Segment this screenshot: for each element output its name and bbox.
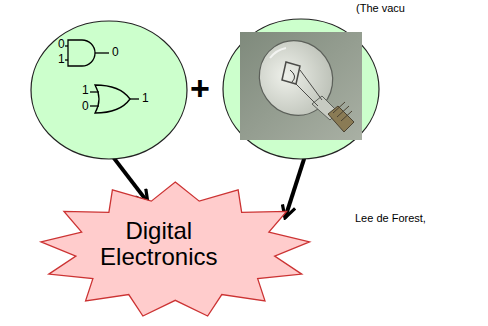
ellipse-outline <box>30 20 188 160</box>
vacuum-tube-photo <box>240 26 362 140</box>
logic-value: 0 <box>82 100 89 113</box>
logic-value: 0 <box>58 38 65 51</box>
caption-fragment: (The vacu <box>356 2 405 14</box>
logic-value: 1 <box>82 84 89 97</box>
logic-value: 1 <box>142 92 149 105</box>
plus-sign: + <box>190 70 210 107</box>
and-gate-symbol <box>65 40 109 66</box>
ellipse-shape <box>223 19 379 159</box>
star-shape <box>41 182 310 316</box>
logic-circle: 0 1 0 1 0 1 <box>30 20 188 160</box>
ellipse-outline <box>222 18 380 160</box>
tube-circle <box>222 18 380 160</box>
ellipse-shape <box>31 21 187 159</box>
arrow-connector <box>285 159 304 218</box>
logic-value: 0 <box>112 46 119 59</box>
result-star: Digital Electronics <box>38 180 313 320</box>
or-gate-symbol <box>90 85 139 113</box>
logic-value: 1 <box>58 53 65 66</box>
credit-note: Lee de Forest, <box>355 212 426 224</box>
star-title: Digital Electronics <box>89 218 229 271</box>
